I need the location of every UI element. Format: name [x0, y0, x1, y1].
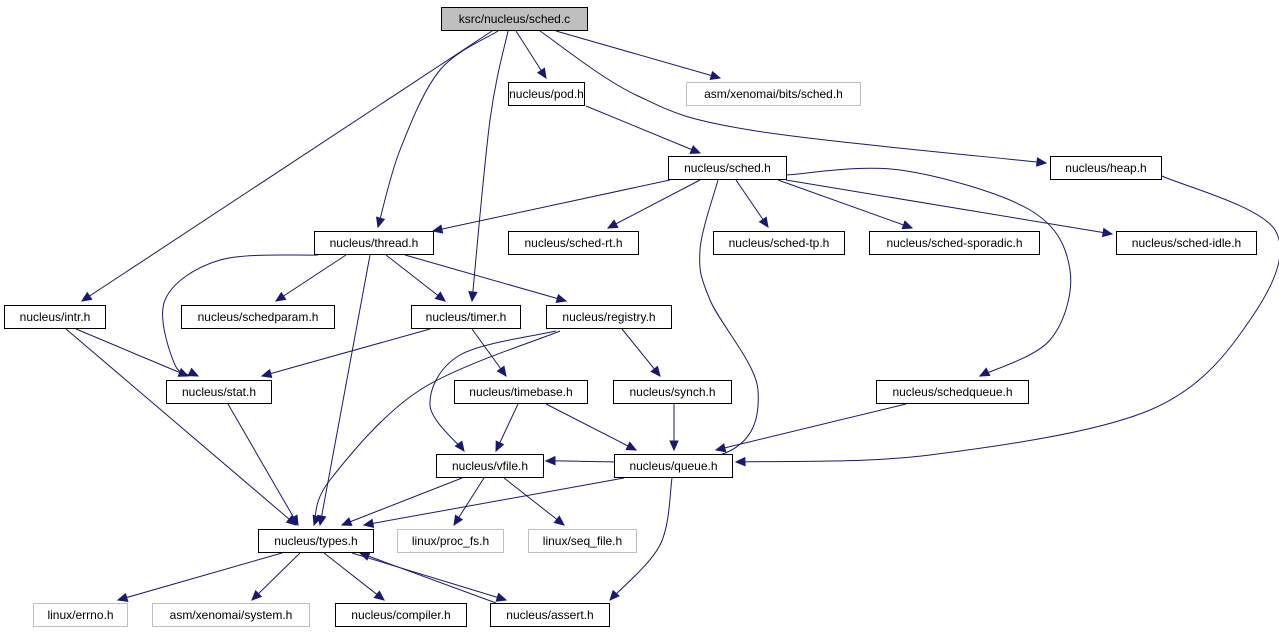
edge-queue-to-types	[362, 477, 625, 528]
edge-registry-to-types	[312, 330, 561, 527]
edge-layer	[65, 30, 1279, 604]
edge-sched_h-to-sched_rt	[606, 179, 701, 229]
edge-types-to-compiler	[323, 552, 385, 601]
edge-sched_c-to-thread	[375, 30, 499, 229]
edge-thread-to-types	[317, 254, 371, 527]
node-label: nucleus/assert.h	[506, 608, 593, 622]
edge-sched_c-to-heap	[539, 30, 1048, 167]
edge-stat-to-types	[227, 403, 299, 527]
edge-types-to-asm_system	[251, 552, 301, 601]
edge-intr-to-types	[65, 328, 297, 526]
edge-types-to-errno	[116, 552, 283, 603]
edge-sched_h-to-sched_idle	[785, 179, 1114, 238]
node-label: nucleus/intr.h	[20, 310, 91, 324]
node-heap[interactable]: nucleus/heap.h	[1050, 156, 1162, 180]
node-intr[interactable]: nucleus/intr.h	[4, 305, 106, 329]
node-vfile[interactable]: nucleus/vfile.h	[436, 454, 544, 478]
edge-thread-to-timer	[385, 254, 446, 302]
edge-registry-to-synch	[621, 328, 661, 377]
node-label: nucleus/timer.h	[426, 310, 507, 324]
node-schedqueue[interactable]: nucleus/schedqueue.h	[876, 380, 1029, 404]
node-proc-fs: linux/proc_fs.h	[397, 529, 504, 553]
node-label: linux/proc_fs.h	[412, 534, 489, 548]
node-pod[interactable]: nucleus/pod.h	[508, 82, 585, 106]
node-label: nucleus/sched-rt.h	[524, 236, 622, 250]
edge-sched_c-to-asm_bits_sched	[555, 30, 722, 81]
node-label: nucleus/sched-idle.h	[1132, 236, 1241, 250]
node-compiler[interactable]: nucleus/compiler.h	[335, 603, 467, 627]
node-sched-h[interactable]: nucleus/sched.h	[668, 156, 787, 180]
edge-sched_c-to-intr	[80, 30, 493, 302]
node-asm-bits-sched: asm/xenomai/bits/sched.h	[686, 82, 861, 106]
node-types[interactable]: nucleus/types.h	[258, 529, 374, 553]
node-sched-idle[interactable]: nucleus/sched-idle.h	[1116, 231, 1257, 255]
node-label: nucleus/synch.h	[629, 385, 715, 399]
node-errno: linux/errno.h	[33, 603, 128, 627]
edge-schedqueue-to-queue	[714, 403, 907, 453]
edge-types-to-assert	[351, 552, 508, 602]
edge-intr-to-stat	[75, 328, 190, 377]
node-registry[interactable]: nucleus/registry.h	[546, 305, 672, 329]
node-sched-tp[interactable]: nucleus/sched-tp.h	[713, 231, 845, 255]
edge-registry-to-vfile	[429, 330, 557, 452]
edge-vfile-to-types	[340, 477, 463, 526]
node-label: nucleus/pod.h	[509, 87, 584, 101]
node-label: nucleus/vfile.h	[452, 459, 528, 473]
node-timer[interactable]: nucleus/timer.h	[411, 305, 521, 329]
node-queue[interactable]: nucleus/queue.h	[614, 454, 733, 478]
node-label: linux/seq_file.h	[543, 534, 622, 548]
edge-sched_h-to-thread	[431, 179, 671, 234]
edge-timebase-to-vfile	[495, 403, 519, 453]
edge-synch-to-queue	[669, 404, 679, 452]
node-stat[interactable]: nucleus/stat.h	[166, 380, 272, 404]
node-timebase[interactable]: nucleus/timebase.h	[454, 380, 588, 404]
node-label: nucleus/stat.h	[182, 385, 256, 399]
node-label: asm/xenomai/bits/sched.h	[704, 87, 843, 101]
node-label: nucleus/sched-tp.h	[729, 236, 830, 250]
node-sched-rt[interactable]: nucleus/sched-rt.h	[508, 231, 639, 255]
edge-sched_c-to-pod	[515, 30, 547, 80]
node-thread[interactable]: nucleus/thread.h	[314, 231, 434, 255]
edge-sched_h-to-schedqueue	[785, 167, 1072, 377]
node-label: nucleus/heap.h	[1065, 161, 1146, 175]
node-label: nucleus/types.h	[274, 534, 357, 548]
edge-vfile-to-proc_fs	[453, 477, 485, 527]
node-schedparam[interactable]: nucleus/schedparam.h	[181, 305, 335, 329]
edge-assert-to-types	[358, 551, 497, 604]
node-sched-sporadic[interactable]: nucleus/sched-sporadic.h	[869, 231, 1040, 255]
edge-timer-to-stat	[260, 328, 431, 379]
node-label: nucleus/sched.h	[684, 161, 771, 175]
node-label: nucleus/compiler.h	[351, 608, 450, 622]
node-label: linux/errno.h	[47, 608, 113, 622]
node-label: nucleus/thread.h	[330, 236, 419, 250]
node-label: nucleus/schedqueue.h	[892, 385, 1012, 399]
edge-sched_c-to-timer	[468, 30, 509, 303]
edge-thread-to-registry	[404, 254, 568, 304]
edge-queue-to-assert	[609, 477, 673, 601]
node-synch[interactable]: nucleus/synch.h	[613, 380, 732, 404]
edge-timer-to-timebase	[471, 328, 507, 377]
node-assert[interactable]: nucleus/assert.h	[490, 603, 610, 627]
edge-thread-to-stat	[162, 254, 319, 377]
node-asm-system: asm/xenomai/system.h	[152, 603, 310, 627]
edge-pod-to-sched_h	[585, 105, 702, 154]
node-label: nucleus/sched-sporadic.h	[886, 236, 1022, 250]
node-label: asm/xenomai/system.h	[170, 608, 293, 622]
edge-heap-to-queue	[734, 175, 1279, 467]
edge-vfile-to-seq_file	[503, 477, 565, 526]
node-layer: ksrc/nucleus/sched.c nucleus/pod.h asm/xen…	[4, 7, 1257, 627]
node-sched-c[interactable]: ksrc/nucleus/sched.c	[441, 7, 588, 31]
edge-sched_h-to-sched_tp	[735, 179, 769, 229]
edge-sched_h-to-sched_sporadic	[777, 179, 914, 230]
edge-thread-to-schedparam	[274, 254, 347, 302]
node-label: nucleus/timebase.h	[469, 385, 572, 399]
node-label: nucleus/registry.h	[562, 310, 655, 324]
node-label: ksrc/nucleus/sched.c	[459, 12, 570, 26]
node-seq-file: linux/seq_file.h	[528, 529, 637, 553]
node-label: nucleus/queue.h	[629, 459, 717, 473]
edge-timebase-to-queue	[545, 403, 638, 451]
node-label: nucleus/schedparam.h	[198, 310, 319, 324]
